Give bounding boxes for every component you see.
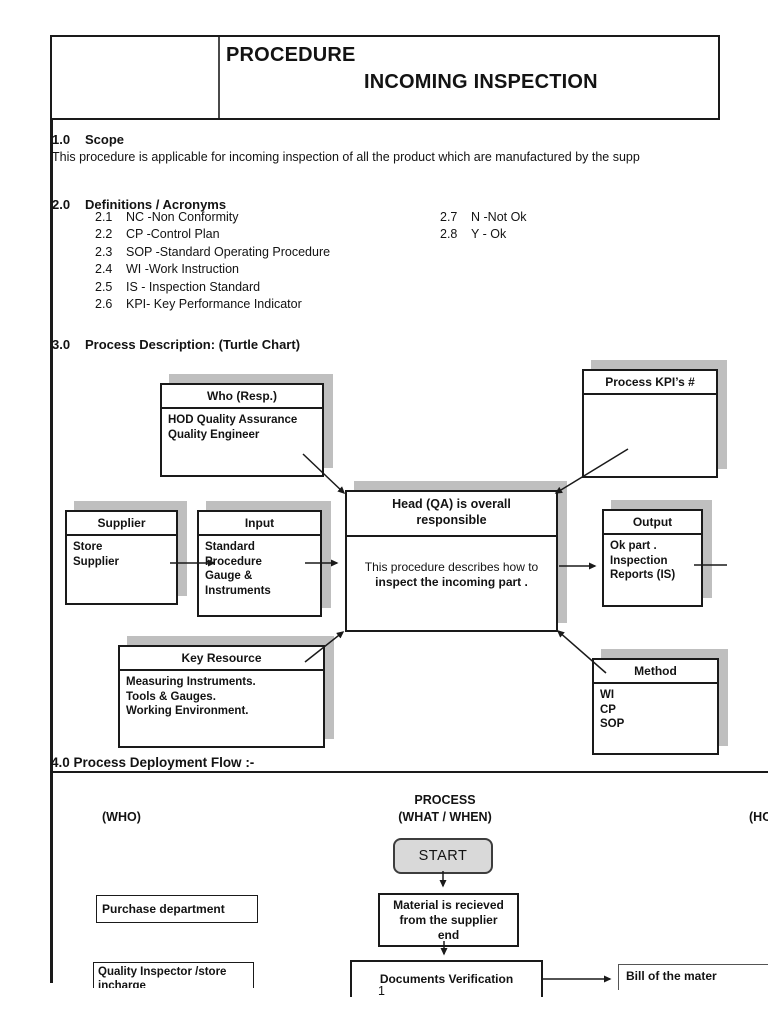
turtle-supplier-title: Supplier	[67, 512, 176, 536]
flow-documents-verification-box: Documents Verification	[350, 960, 543, 997]
turtle-output-body: Ok part . Inspection Reports (IS)	[610, 540, 676, 581]
definitions-heading-title: Definitions / Acronyms	[85, 197, 227, 212]
flow-purchase-department-box: Purchase department	[96, 895, 258, 923]
flow-col-process-line1: PROCESS	[414, 793, 476, 807]
flow-quality-inspector-box: Quality Inspector /store incharge	[93, 962, 254, 988]
process-description-heading: 3.0 Process Description: (Turtle Chart)	[52, 337, 300, 352]
turtle-center-title: Head (QA) is overall responsible	[347, 492, 556, 537]
title-block-logo-cell	[52, 37, 220, 118]
scope-heading-title: Scope	[85, 132, 125, 147]
process-heading-title: Process Description: (Turtle Chart)	[85, 337, 301, 352]
section4-underline	[50, 771, 768, 773]
doc-title-line1: PROCEDURE	[226, 44, 356, 66]
turtle-box-supplier: Supplier Store Supplier	[65, 510, 178, 605]
turtle-box-center: Head (QA) is overall responsible This pr…	[345, 490, 558, 632]
turtle-supplier-body: Store Supplier	[73, 541, 120, 568]
title-block-text-cell: PROCEDURE INCOMING INSPECTION	[220, 37, 718, 118]
definitions-heading-num: 2.0	[52, 197, 71, 212]
turtle-box-method: Method WI CP SOP	[592, 658, 719, 755]
flow-col-who: (WHO)	[102, 810, 141, 824]
turtle-input-title: Input	[199, 512, 320, 536]
title-block: PROCEDURE INCOMING INSPECTION	[50, 35, 720, 120]
page-number: 1	[378, 984, 385, 998]
scope-body-text: This procedure is applicable for incomin…	[52, 150, 640, 164]
turtle-kpi-body	[584, 395, 716, 399]
flow-bill-of-material-box: Bill of the mater	[618, 964, 768, 990]
deployment-flow-heading: 4.0 Process Deployment Flow :-	[51, 755, 255, 770]
turtle-kpi-title: Process KPI’s #	[584, 371, 716, 395]
turtle-key-resource-title: Key Resource	[120, 647, 323, 671]
turtle-input-body: Standard Procedure Gauge & Instruments	[205, 541, 271, 597]
turtle-who-title: Who (Resp.)	[162, 385, 322, 409]
turtle-method-title: Method	[594, 660, 717, 684]
definitions-heading: 2.0 Definitions / Acronyms	[52, 197, 226, 212]
process-heading-num: 3.0	[52, 337, 71, 352]
flow-material-received-box: Material is recieved from the supplier e…	[378, 893, 519, 947]
flow-col-how: (HOW)	[749, 810, 768, 824]
turtle-box-output: Output Ok part . Inspection Reports (IS)	[602, 509, 703, 607]
turtle-who-body: HOD Quality Assurance Quality Engineer	[168, 414, 298, 441]
turtle-center-body: This procedure describes how to inspect …	[364, 560, 539, 589]
turtle-box-input: Input Standard Procedure Gauge & Instrum…	[197, 510, 322, 617]
doc-title-line2: INCOMING INSPECTION	[364, 71, 598, 93]
turtle-box-key-resource: Key Resource Measuring Instruments. Tool…	[118, 645, 325, 748]
scope-heading-num: 1.0	[52, 132, 71, 147]
page-left-border	[50, 118, 53, 983]
scope-heading: 1.0 Scope	[52, 132, 124, 147]
turtle-box-who: Who (Resp.) HOD Quality Assurance Qualit…	[160, 383, 324, 477]
turtle-method-body: WI CP SOP	[600, 689, 625, 730]
turtle-key-resource-body: Measuring Instruments. Tools & Gauges. W…	[126, 676, 256, 717]
turtle-box-kpi: Process KPI’s #	[582, 369, 718, 478]
flow-col-process-line2: (WHAT / WHEN)	[398, 810, 492, 824]
turtle-output-title: Output	[604, 511, 701, 535]
flow-start-node: START	[393, 838, 493, 874]
